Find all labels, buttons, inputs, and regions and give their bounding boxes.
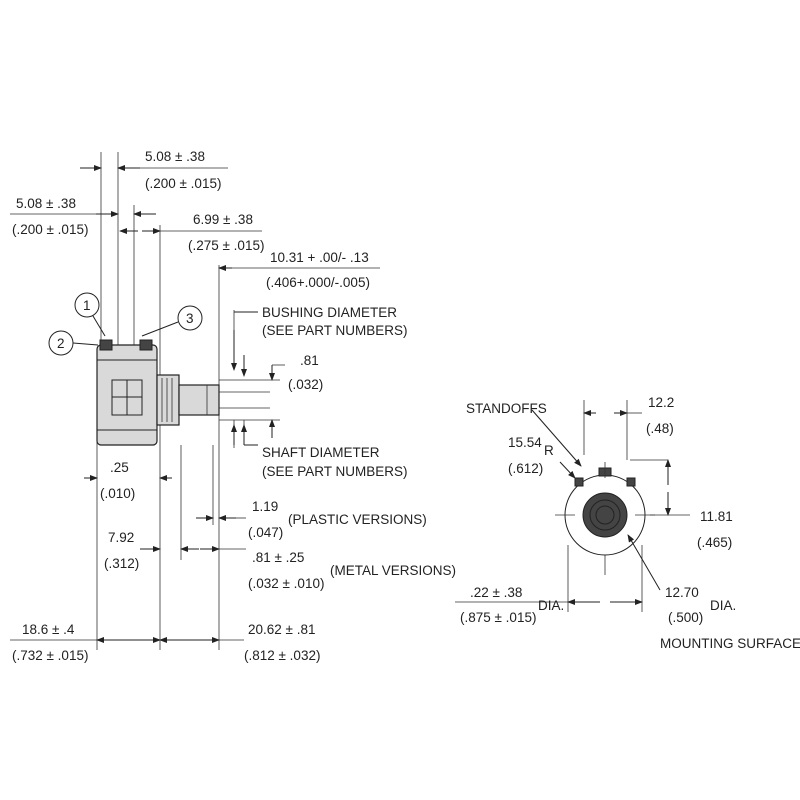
dim-height-in: (.465)	[697, 535, 732, 550]
dim-top-left-in: (.200 ± .015)	[12, 222, 88, 237]
mounting-surface-label: MOUNTING SURFACE	[660, 636, 800, 651]
dim-bushing-len-mm: 10.31 + .00/- .13	[270, 250, 369, 265]
terminal-1-label: 1	[83, 298, 91, 313]
dim-small-mm: .25	[110, 460, 129, 475]
dim-radius-suffix: R	[544, 443, 554, 458]
dim-top-right-mm: 6.99 ± .38	[193, 212, 253, 227]
dim-metal-mm: .81 ± .25	[252, 550, 304, 565]
bushing-label-2: (SEE PART NUMBERS)	[262, 323, 408, 338]
dim-mount-dia-in: (.500)	[668, 610, 703, 625]
dim-radius-mm: 15.54	[508, 435, 542, 450]
dim-width-in: (.48)	[646, 421, 674, 436]
dim-small-in: (.010)	[100, 486, 135, 501]
bushing-label-1: BUSHING DIAMETER	[262, 305, 397, 320]
standoffs-label: STANDOFFS	[466, 401, 547, 416]
dim-shaft-gap-mm: .81	[300, 353, 319, 368]
dim-shaft-gap-in: (.032)	[288, 377, 323, 392]
dim-top-left-mm: 5.08 ± .38	[16, 196, 76, 211]
dim-radius-in: (.612)	[508, 461, 543, 476]
dim-metal-in: (.032 ± .010)	[248, 576, 324, 591]
dim-top-center-mm: 5.08 ± .38	[145, 149, 205, 164]
dim-outer-dia-suffix: DIA.	[538, 598, 564, 613]
dim-outer-dia-in: (.875 ± .015)	[460, 610, 536, 625]
side-view	[10, 152, 380, 650]
dim-height-mm: 11.81	[700, 509, 733, 524]
dim-metal-note: (METAL VERSIONS)	[330, 563, 456, 578]
dim-top-center-in: (.200 ± .015)	[145, 176, 221, 191]
dim-width-mm: 12.2	[648, 395, 674, 410]
dim-plastic-in: (.047)	[248, 525, 283, 540]
front-view	[455, 400, 690, 612]
dim-bushing-len-in: (.406+.000/-.005)	[266, 275, 370, 290]
dim-mount-dia-mm: 12.70	[665, 585, 699, 600]
dim-mount-dia-suffix: DIA.	[710, 598, 736, 613]
terminal-2-label: 2	[57, 336, 65, 351]
dim-overall-left-in: (.732 ± .015)	[12, 648, 88, 663]
terminal-3-label: 3	[186, 311, 194, 326]
dim-top-right-in: (.275 ± .015)	[188, 238, 264, 253]
dim-overall-right-mm: 20.62 ± .81	[248, 622, 315, 637]
dim-plastic-note: (PLASTIC VERSIONS)	[288, 512, 427, 527]
dim-body-in: (.312)	[104, 556, 139, 571]
dim-overall-right-in: (.812 ± .032)	[244, 648, 320, 663]
shaft-label-1: SHAFT DIAMETER	[262, 445, 380, 460]
dim-body-mm: 7.92	[108, 530, 134, 545]
shaft-label-2: (SEE PART NUMBERS)	[262, 464, 408, 479]
dim-plastic-mm: 1.19	[252, 499, 278, 514]
dim-overall-left-mm: 18.6 ± .4	[22, 622, 75, 637]
dim-outer-dia-mm: .22 ± .38	[470, 585, 522, 600]
